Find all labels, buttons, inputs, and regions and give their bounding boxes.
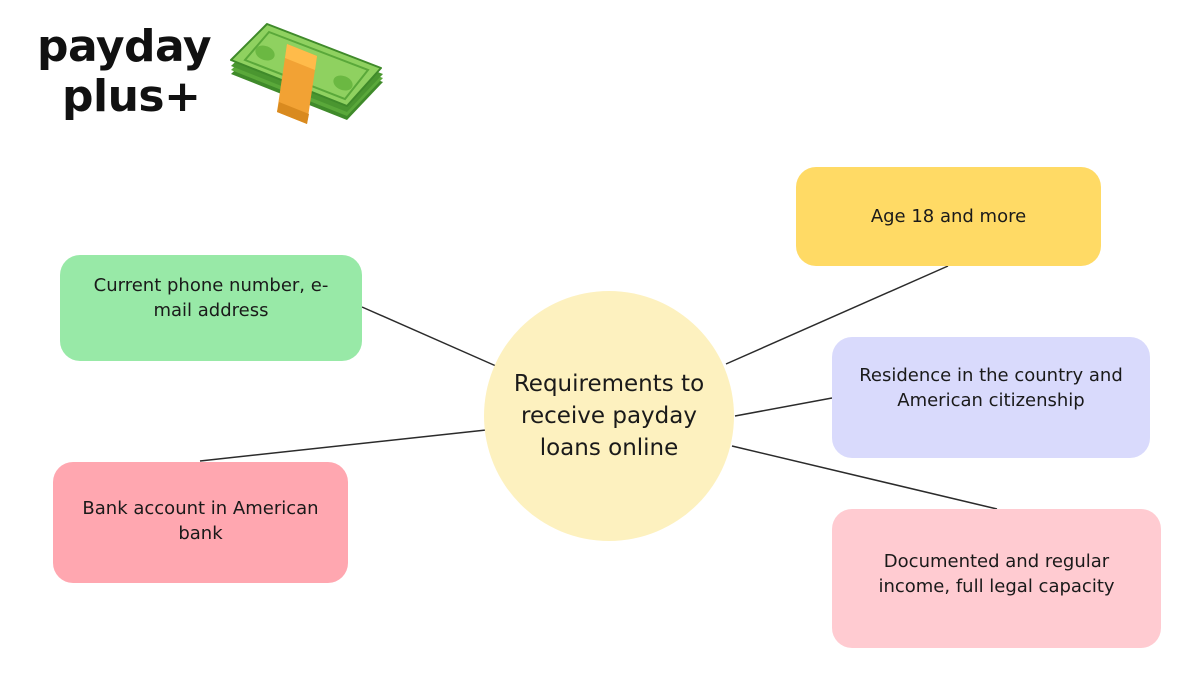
connector-bank [199,429,487,462]
node-residence: Residence in the country and American ci… [832,337,1150,458]
node-age-label: Age 18 and more [870,206,1027,227]
connector-age [725,265,949,365]
connector-residence [734,397,833,417]
node-income-label: Documented and regular income, full lega… [878,550,1115,597]
connector-phone [361,306,497,367]
node-income: Documented and regular income, full lega… [832,509,1161,648]
node-phone-email: Current phone number, e-mail address [60,255,362,361]
logo-line-2: plus+ [62,71,201,122]
money-stack-icon [230,23,383,124]
central-topic: Requirements to receive payday loans onl… [484,291,734,541]
logo-line-1: payday [37,21,212,72]
node-age: Age 18 and more [796,167,1101,266]
node-residence-label: Residence in the country and American ci… [859,364,1123,411]
central-topic-label: Requirements to receive payday loans onl… [513,371,705,461]
node-bank-account: Bank account in American bank [53,462,348,583]
connector-income [731,445,998,510]
node-phone-email-label: Current phone number, e-mail address [93,275,329,321]
node-bank-account-label: Bank account in American bank [82,498,319,544]
logo-wordmark: payday plus+ [37,21,212,122]
